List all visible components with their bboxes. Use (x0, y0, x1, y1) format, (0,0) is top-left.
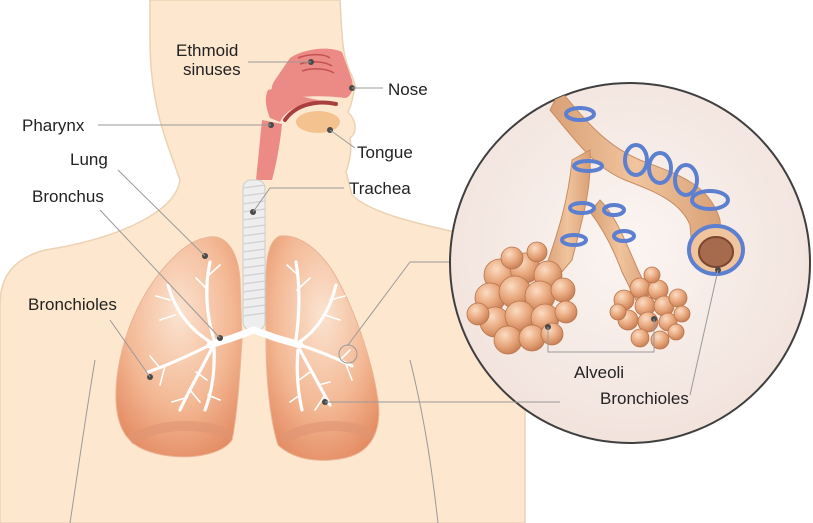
bronchial-tree (146, 260, 354, 412)
lung-label: Lung (70, 150, 108, 169)
tube-opening-inner (698, 236, 734, 268)
trachea-tube (242, 179, 266, 331)
nasopharynx (265, 89, 320, 122)
right-lung-base (279, 421, 375, 445)
pharynx-tube (256, 120, 282, 180)
nasal-cavity (271, 48, 353, 100)
left-lung-base (127, 420, 235, 445)
palate (283, 100, 338, 122)
right-lung (265, 235, 380, 461)
tongue-label: Tongue (357, 143, 413, 162)
tongue-shape (296, 111, 340, 133)
left-arm-line (69, 359, 96, 523)
bronchus-label: Bronchus (32, 187, 104, 206)
ethmoid-sinuses (297, 53, 335, 74)
magnified-airways (466, 89, 745, 355)
alveoli-cluster-large (466, 241, 578, 355)
ethmoid-sinuses-label-line1: Ethmoid (176, 41, 238, 60)
trachea-label: Trachea (349, 179, 411, 198)
alveoli-label: Alveoli (574, 363, 624, 382)
left-lung (115, 236, 243, 458)
zoom-connector-top (347, 261, 411, 346)
ethmoid-sinuses-label-line2: sinuses (183, 60, 241, 79)
bronchioles-detail-label: Bronchioles (600, 389, 689, 408)
nose-label: Nose (388, 80, 428, 99)
cartilage-rings (560, 106, 730, 247)
right-branch-tube (589, 199, 651, 301)
pharynx-label: Pharynx (22, 116, 85, 135)
bronchioles-label: Bronchioles (28, 295, 117, 314)
right-arm-line (409, 359, 439, 523)
leader-lines (98, 61, 719, 403)
